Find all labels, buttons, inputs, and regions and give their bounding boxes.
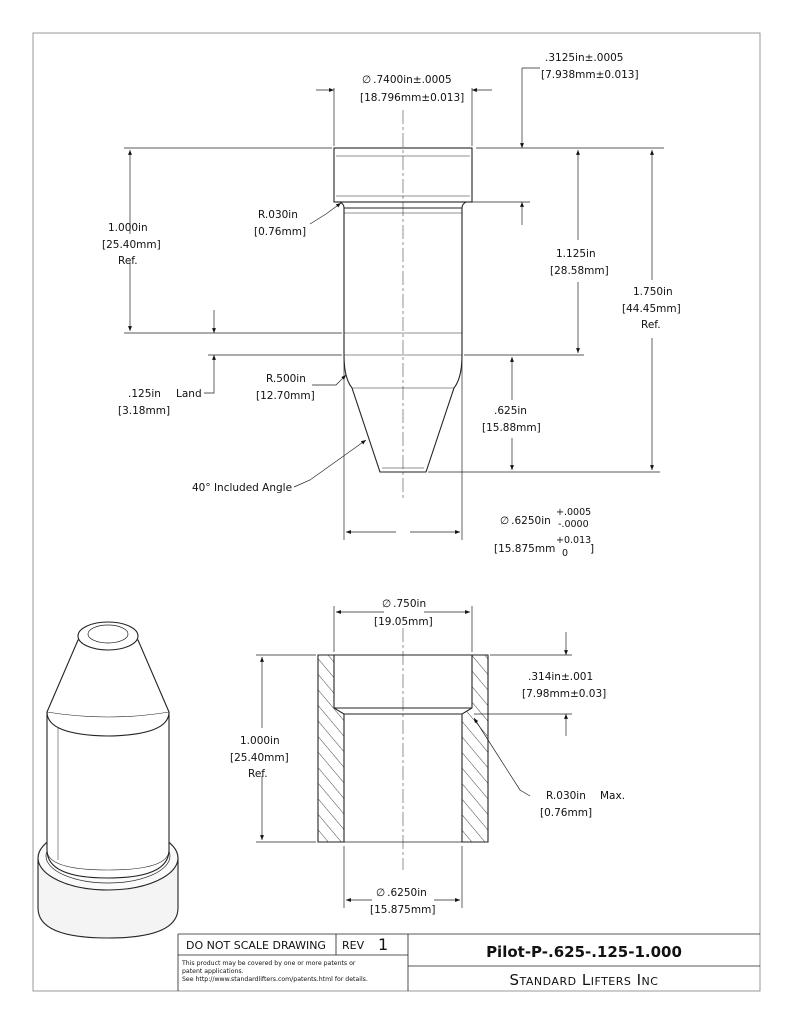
land-in: .125in <box>128 388 161 400</box>
pilot-dia-tol-minus: -.0000 <box>558 519 589 530</box>
overall-length-in: 1.750in <box>633 286 673 298</box>
svg-text:]: ] <box>590 543 594 555</box>
pilot-isometric-view <box>37 621 179 939</box>
head-dia-in: ∅.7400in±.0005 <box>362 74 452 86</box>
pilot-view <box>333 110 473 500</box>
pilot-dia-in: ∅.6250in <box>500 515 551 527</box>
pilot-dia-mm: [15.875mm <box>494 543 555 555</box>
overall-length-ref: Ref. <box>641 319 661 331</box>
pilot-dia-tol-plus: +.0005 <box>556 507 591 518</box>
pilot-dia-mm-plus: +0.013 <box>556 535 591 546</box>
bore-dia-in: ∅.750in <box>382 598 426 610</box>
counterbore-depth-mm: [7.98mm±0.03] <box>522 688 606 700</box>
bushing-left-wall <box>317 654 345 843</box>
patent-line-1: This product may be covered by one or mo… <box>181 960 356 967</box>
bore-dia-mm: [19.05mm] <box>374 616 433 628</box>
nose-radius-mm: [12.70mm] <box>256 390 315 402</box>
land-mm: [3.18mm] <box>118 405 170 417</box>
patent-line-2: patent applications. <box>182 968 244 975</box>
company-name: Standard Lifters Inc <box>510 971 659 989</box>
bushing-height-in: 1.000in <box>240 735 280 747</box>
do-not-scale-note: DO NOT SCALE DRAWING <box>186 939 326 952</box>
bushing-height-mm: [25.40mm] <box>230 752 289 764</box>
counterbore-depth-in: .314in±.001 <box>528 671 593 683</box>
head-height-mm: [7.938mm±0.013] <box>541 69 639 81</box>
body-length-in: 1.125in <box>556 248 596 260</box>
land-label: Land <box>176 388 202 400</box>
bushing-height-ref: Ref. <box>248 768 268 780</box>
bushing-right-wall <box>461 654 489 843</box>
rev-label: REV <box>342 939 365 952</box>
inner-dia-mm: [15.875mm] <box>370 904 435 916</box>
inner-dia-in: ∅.6250in <box>376 887 427 899</box>
shoulder-length-mm: [25.40mm] <box>102 239 161 251</box>
nose-radius-in: R.500in <box>266 373 306 385</box>
body-length-mm: [28.58mm] <box>550 265 609 277</box>
overall-length-mm: [44.45mm] <box>622 303 681 315</box>
nose-length-mm: [15.88mm] <box>482 422 541 434</box>
shoulder-length-in: 1.000in <box>108 222 148 234</box>
fillet-radius-mm: [0.76mm] <box>254 226 306 238</box>
corner-radius-label: Max. <box>600 790 625 802</box>
patent-line-3: See http://www.standardlifters.com/paten… <box>182 976 368 983</box>
bushing-view <box>317 628 489 870</box>
fillet-radius-in: R.030in <box>258 209 298 221</box>
corner-radius-mm: [0.76mm] <box>540 807 592 819</box>
shoulder-length-ref: Ref. <box>118 255 138 267</box>
head-height-in: .3125in±.0005 <box>545 52 624 64</box>
head-dia-mm: [18.796mm±0.013] <box>360 92 464 104</box>
pilot-dia-mm-minus: 0 <box>562 548 568 559</box>
drawing-title: Pilot-P-.625-.125-1.000 <box>486 943 682 961</box>
corner-radius-in: R.030in <box>546 790 586 802</box>
sheet-border <box>32 32 761 992</box>
title-block <box>177 933 760 991</box>
angle-note: 40° Included Angle <box>192 482 292 494</box>
rev-value: 1 <box>378 935 388 954</box>
nose-length-in: .625in <box>494 405 527 417</box>
